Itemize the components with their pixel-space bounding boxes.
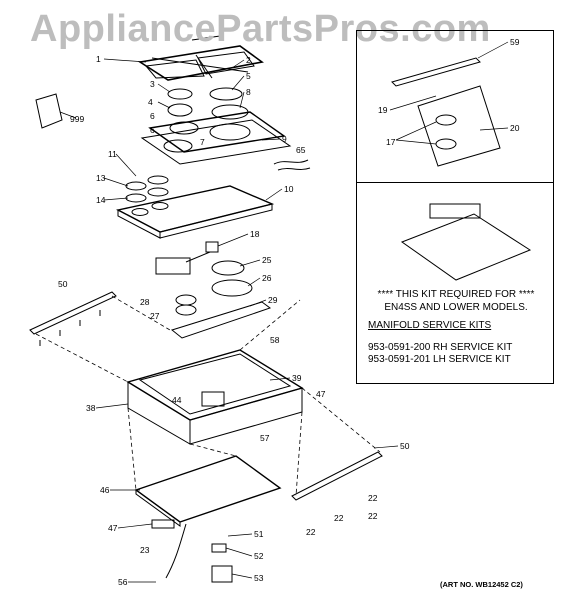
- callout: 52: [254, 551, 264, 561]
- manual-drawing: [35, 93, 63, 129]
- callout: 57: [260, 433, 270, 443]
- callout: 22: [334, 513, 344, 523]
- callout: 39: [292, 373, 302, 383]
- callout: 7: [200, 137, 205, 147]
- inset-note: **** THIS KIT REQUIRED FOR **** EN4SS AN…: [366, 288, 546, 314]
- callout: 14: [96, 195, 106, 205]
- callout: 25: [262, 255, 272, 265]
- callout: 58: [270, 335, 280, 345]
- callout: 3: [150, 79, 155, 89]
- art-number: (ART NO. WB12452 C2): [440, 580, 523, 589]
- callout: 22: [368, 511, 378, 521]
- callout: 6: [150, 125, 155, 135]
- callout: 22: [306, 527, 316, 537]
- callout: 20: [510, 123, 520, 133]
- callout: 4: [148, 97, 153, 107]
- bottom-panel-drawing: [134, 451, 383, 583]
- wire-harness-drawing: [273, 159, 311, 171]
- callout: 13: [96, 173, 106, 183]
- callout: 11: [108, 149, 117, 159]
- note-line-1: **** THIS KIT REQUIRED FOR ****: [377, 289, 535, 300]
- callout: 47: [316, 389, 326, 399]
- kit-rh: 953-0591-200 RH SERVICE KIT: [368, 342, 513, 353]
- callout: 22: [368, 493, 378, 503]
- callout: 999: [70, 114, 85, 124]
- callout: 50: [400, 441, 410, 451]
- rail-drawing: [29, 291, 272, 346]
- callout: 1: [96, 54, 101, 64]
- callout: 19: [378, 105, 388, 115]
- cooktop-glass-drawing: [115, 175, 275, 239]
- callout: 28: [140, 297, 150, 307]
- burner-parts-drawing: [167, 87, 249, 135]
- callout: 29: [268, 295, 278, 305]
- callout: 27: [150, 311, 160, 321]
- callout: 9: [282, 134, 287, 144]
- callout: 46: [100, 485, 110, 495]
- watermark: AppliancePartsPros.com: [30, 8, 491, 50]
- callout: 65: [296, 145, 306, 155]
- kits-title: MANIFOLD SERVICE KITS: [368, 320, 492, 331]
- callout: 59: [510, 37, 520, 47]
- callout: 17: [386, 137, 396, 147]
- callout: 38: [86, 403, 96, 413]
- callout: 50: [58, 279, 68, 289]
- manifold-drawing: [155, 241, 253, 316]
- callout: 47: [108, 523, 118, 533]
- note-line-2: EN4SS AND LOWER MODELS.: [384, 302, 528, 313]
- callout: 44: [172, 395, 182, 405]
- inset-divider: [356, 182, 554, 183]
- callout: 18: [250, 229, 260, 239]
- callout: 23: [140, 545, 150, 555]
- callout: 26: [262, 273, 272, 283]
- callout: 10: [284, 184, 294, 194]
- callout: 6: [150, 111, 155, 121]
- callout: 56: [118, 577, 128, 587]
- callout: 51: [254, 529, 264, 539]
- callout: 2: [246, 55, 251, 65]
- kit-lh: 953-0591-201 LH SERVICE KIT: [368, 354, 511, 365]
- callout: 8: [246, 87, 251, 97]
- grate-drawing: [137, 35, 264, 81]
- callout: 5: [246, 71, 251, 81]
- inset-box: [356, 30, 554, 384]
- callout: 53: [254, 573, 264, 583]
- burner-box-drawing: [140, 111, 292, 165]
- inset-service-kit-drawing: [391, 57, 532, 281]
